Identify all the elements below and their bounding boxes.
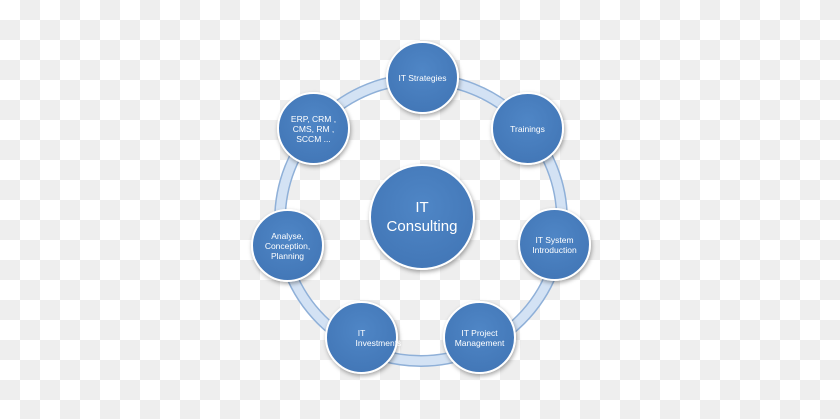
center-title-line1: IT (415, 199, 429, 216)
node-label: Trainings (510, 123, 545, 134)
node-label: ERP, CRM , CMS, RM , SCCM ... (290, 113, 337, 144)
node-label: Analyse, Conception, Planning (264, 230, 311, 261)
center-title-line2: Consulting (386, 218, 458, 235)
node-label: IT Strategies (398, 72, 447, 83)
center-node-it-consulting: IT Consulting (369, 164, 475, 270)
node-analyse-conception-planning: Analyse, Conception, Planning (251, 209, 324, 282)
node-it-strategies: IT Strategies (386, 41, 459, 114)
node-label: IT Investments (355, 327, 402, 348)
node-label: IT Project Management (454, 327, 505, 348)
node-it-investments: IT Investments (325, 301, 402, 374)
node-erp-crm-cms: ERP, CRM , CMS, RM , SCCM ... (277, 92, 350, 165)
node-it-system-introduction: IT System Introduction (518, 208, 591, 281)
node-it-project-management: IT Project Management (443, 301, 516, 374)
node-label: IT System Introduction (532, 234, 577, 255)
node-trainings: Trainings (491, 92, 564, 165)
